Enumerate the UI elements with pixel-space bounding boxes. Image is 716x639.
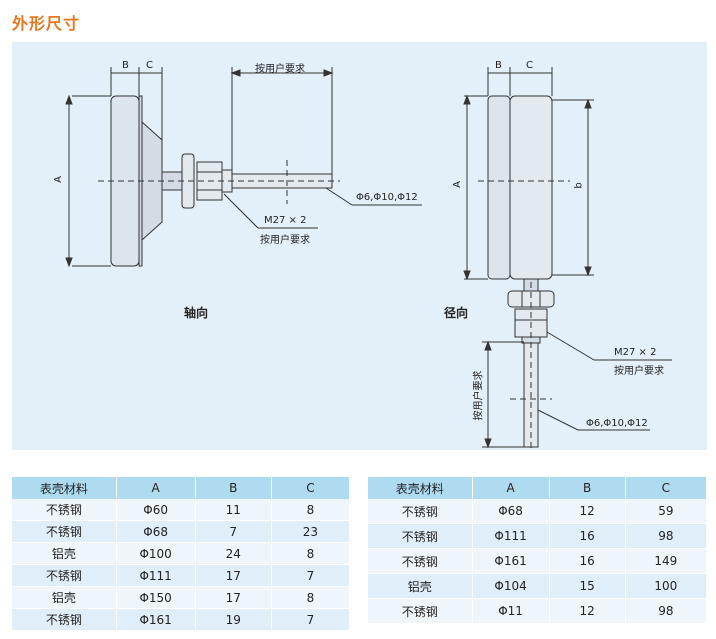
table1-header-b: B — [195, 477, 272, 499]
radial-length-note: 按用户要求 — [473, 370, 485, 421]
axial-dim-b: B — [122, 60, 129, 71]
table2-header-c: C — [625, 477, 708, 499]
table-cell: 8 — [271, 499, 351, 521]
axial-thread-label: M27 × 2 — [264, 215, 307, 226]
table-cell: 铝壳 — [368, 573, 473, 599]
table-cell: 98 — [625, 523, 708, 549]
table-cell: Φ100 — [116, 542, 196, 565]
table-cell: 7 — [195, 520, 272, 543]
radial-dim-b-lower: b — [573, 182, 585, 189]
table1-header-a: A — [116, 477, 196, 499]
table-row: 不锈钢 Φ111 16 98 — [368, 523, 708, 549]
table-cell: Φ11 — [472, 598, 550, 624]
radial-thread-note: 按用户要求 — [614, 366, 664, 377]
table-row: 不锈钢 Φ11 12 98 — [368, 598, 708, 624]
radial-view — [463, 67, 672, 450]
table-cell: 16 — [549, 523, 626, 549]
table-cell: Φ68 — [472, 499, 550, 524]
table-row: 不锈钢 Φ111 17 7 — [12, 564, 351, 587]
table-row: 不锈钢 Φ161 16 149 — [368, 548, 708, 574]
table-cell: 不锈钢 — [12, 608, 117, 631]
table-cell: 不锈钢 — [368, 548, 473, 574]
table-cell: 19 — [195, 608, 272, 631]
axial-length-note: 按用户要求 — [255, 64, 305, 75]
table2-header-a: A — [472, 477, 550, 499]
axial-dim-c: C — [146, 60, 153, 71]
page-title: 外形尺寸 — [12, 14, 81, 33]
radial-thread-label: M27 × 2 — [614, 347, 657, 358]
table-cell: 23 — [271, 520, 351, 543]
table1-header-c: C — [271, 477, 351, 499]
table-row: 不锈钢 Φ68 7 23 — [12, 520, 351, 543]
radial-dim-a: A — [451, 181, 463, 188]
table-cell: 15 — [549, 573, 626, 599]
table-row: 铝壳 Φ100 24 8 — [12, 542, 351, 565]
table-cell: 59 — [625, 499, 708, 524]
table-cell: 100 — [625, 573, 708, 599]
table2-header-b: B — [549, 477, 626, 499]
table2-header-material: 表壳材料 — [368, 477, 473, 499]
table-cell: 7 — [271, 608, 351, 631]
dimension-table-axial: 表壳材料 A B C 不锈钢 Φ60 11 8 不锈钢 Φ68 7 23 铝壳 … — [12, 477, 351, 631]
dimension-diagram: A B C 按用户要求 M27 × 2 按用户要求 Φ6,Φ10,Φ12 轴向 … — [12, 42, 707, 450]
table-cell: Φ111 — [472, 523, 550, 549]
table-cell: 8 — [271, 586, 351, 609]
table-cell: 17 — [195, 586, 272, 609]
axial-caption: 轴向 — [184, 306, 209, 320]
table-cell: 8 — [271, 542, 351, 565]
axial-dim-a: A — [52, 176, 64, 183]
table-cell: 149 — [625, 548, 708, 574]
table-cell: 16 — [549, 548, 626, 574]
table-cell: 11 — [195, 499, 272, 521]
table-cell: 98 — [625, 598, 708, 624]
table-cell: Φ60 — [116, 499, 196, 521]
radial-dim-c: C — [526, 60, 533, 71]
table-cell: 不锈钢 — [368, 499, 473, 524]
axial-thread-note: 按用户要求 — [260, 235, 310, 246]
table-cell: 不锈钢 — [12, 564, 117, 587]
table-cell: 不锈钢 — [12, 520, 117, 543]
table-row: 不锈钢 Φ60 11 8 — [12, 499, 351, 521]
radial-dim-b: B — [495, 60, 502, 71]
radial-caption: 径向 — [444, 306, 469, 320]
table-cell: 24 — [195, 542, 272, 565]
table-cell: Φ161 — [116, 608, 196, 631]
table-cell: 7 — [271, 564, 351, 587]
table-cell: Φ104 — [472, 573, 550, 599]
table-row: 铝壳 Φ104 15 100 — [368, 573, 708, 599]
table-cell: 不锈钢 — [368, 523, 473, 549]
table-cell: Φ68 — [116, 520, 196, 543]
table-cell: 17 — [195, 564, 272, 587]
table1-header-material: 表壳材料 — [12, 477, 117, 499]
table-cell: 不锈钢 — [12, 499, 117, 521]
table-cell: Φ161 — [472, 548, 550, 574]
dimension-table-radial: 表壳材料 A B C 不锈钢 Φ68 12 59 不锈钢 Φ111 16 98 … — [368, 477, 708, 624]
dimension-drawing — [65, 67, 672, 450]
table-cell: 12 — [549, 598, 626, 624]
table-cell: 不锈钢 — [368, 598, 473, 624]
axial-view — [65, 67, 422, 268]
table-cell: Φ150 — [116, 586, 196, 609]
table-row: 不锈钢 Φ161 19 7 — [12, 608, 351, 631]
radial-diameter-label: Φ6,Φ10,Φ12 — [586, 418, 648, 429]
table-cell: 铝壳 — [12, 542, 117, 565]
table-row: 不锈钢 Φ68 12 59 — [368, 499, 708, 524]
table-row: 铝壳 Φ150 17 8 — [12, 586, 351, 609]
table-cell: Φ111 — [116, 564, 196, 587]
table-cell: 12 — [549, 499, 626, 524]
axial-diameter-label: Φ6,Φ10,Φ12 — [356, 192, 418, 203]
table-cell: 铝壳 — [12, 586, 117, 609]
